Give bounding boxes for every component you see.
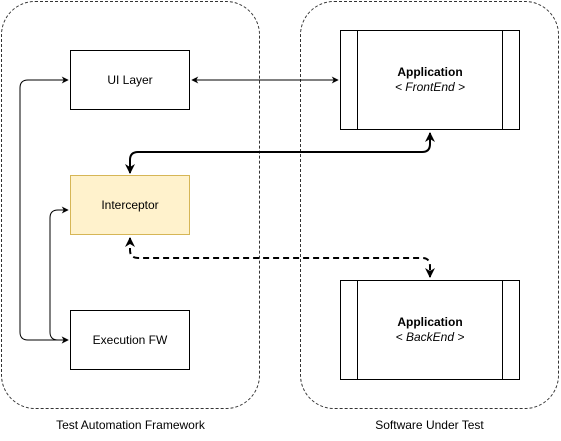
software-under-test-label: Software Under Test <box>375 418 484 432</box>
ui-layer-label: UI Layer <box>107 73 153 87</box>
interceptor-label: Interceptor <box>101 198 159 212</box>
application-backend-title: Application <box>397 315 463 329</box>
application-backend-subtitle: < BackEnd > <box>395 330 465 344</box>
test-automation-framework-label: Test Automation Framework <box>56 418 205 432</box>
application-backend-node: Application < BackEnd > <box>340 280 520 380</box>
software-under-test-group <box>300 1 559 409</box>
application-frontend-subtitle: < FrontEnd > <box>394 80 466 94</box>
execution-fw-label: Execution FW <box>92 333 168 347</box>
execution-fw-node: Execution FW <box>70 310 190 370</box>
interceptor-node: Interceptor <box>70 175 190 235</box>
application-frontend-node: Application < FrontEnd > <box>340 30 520 130</box>
test-automation-framework-group <box>1 1 260 409</box>
ui-layer-node: UI Layer <box>70 50 190 110</box>
application-frontend-title: Application <box>397 65 463 79</box>
